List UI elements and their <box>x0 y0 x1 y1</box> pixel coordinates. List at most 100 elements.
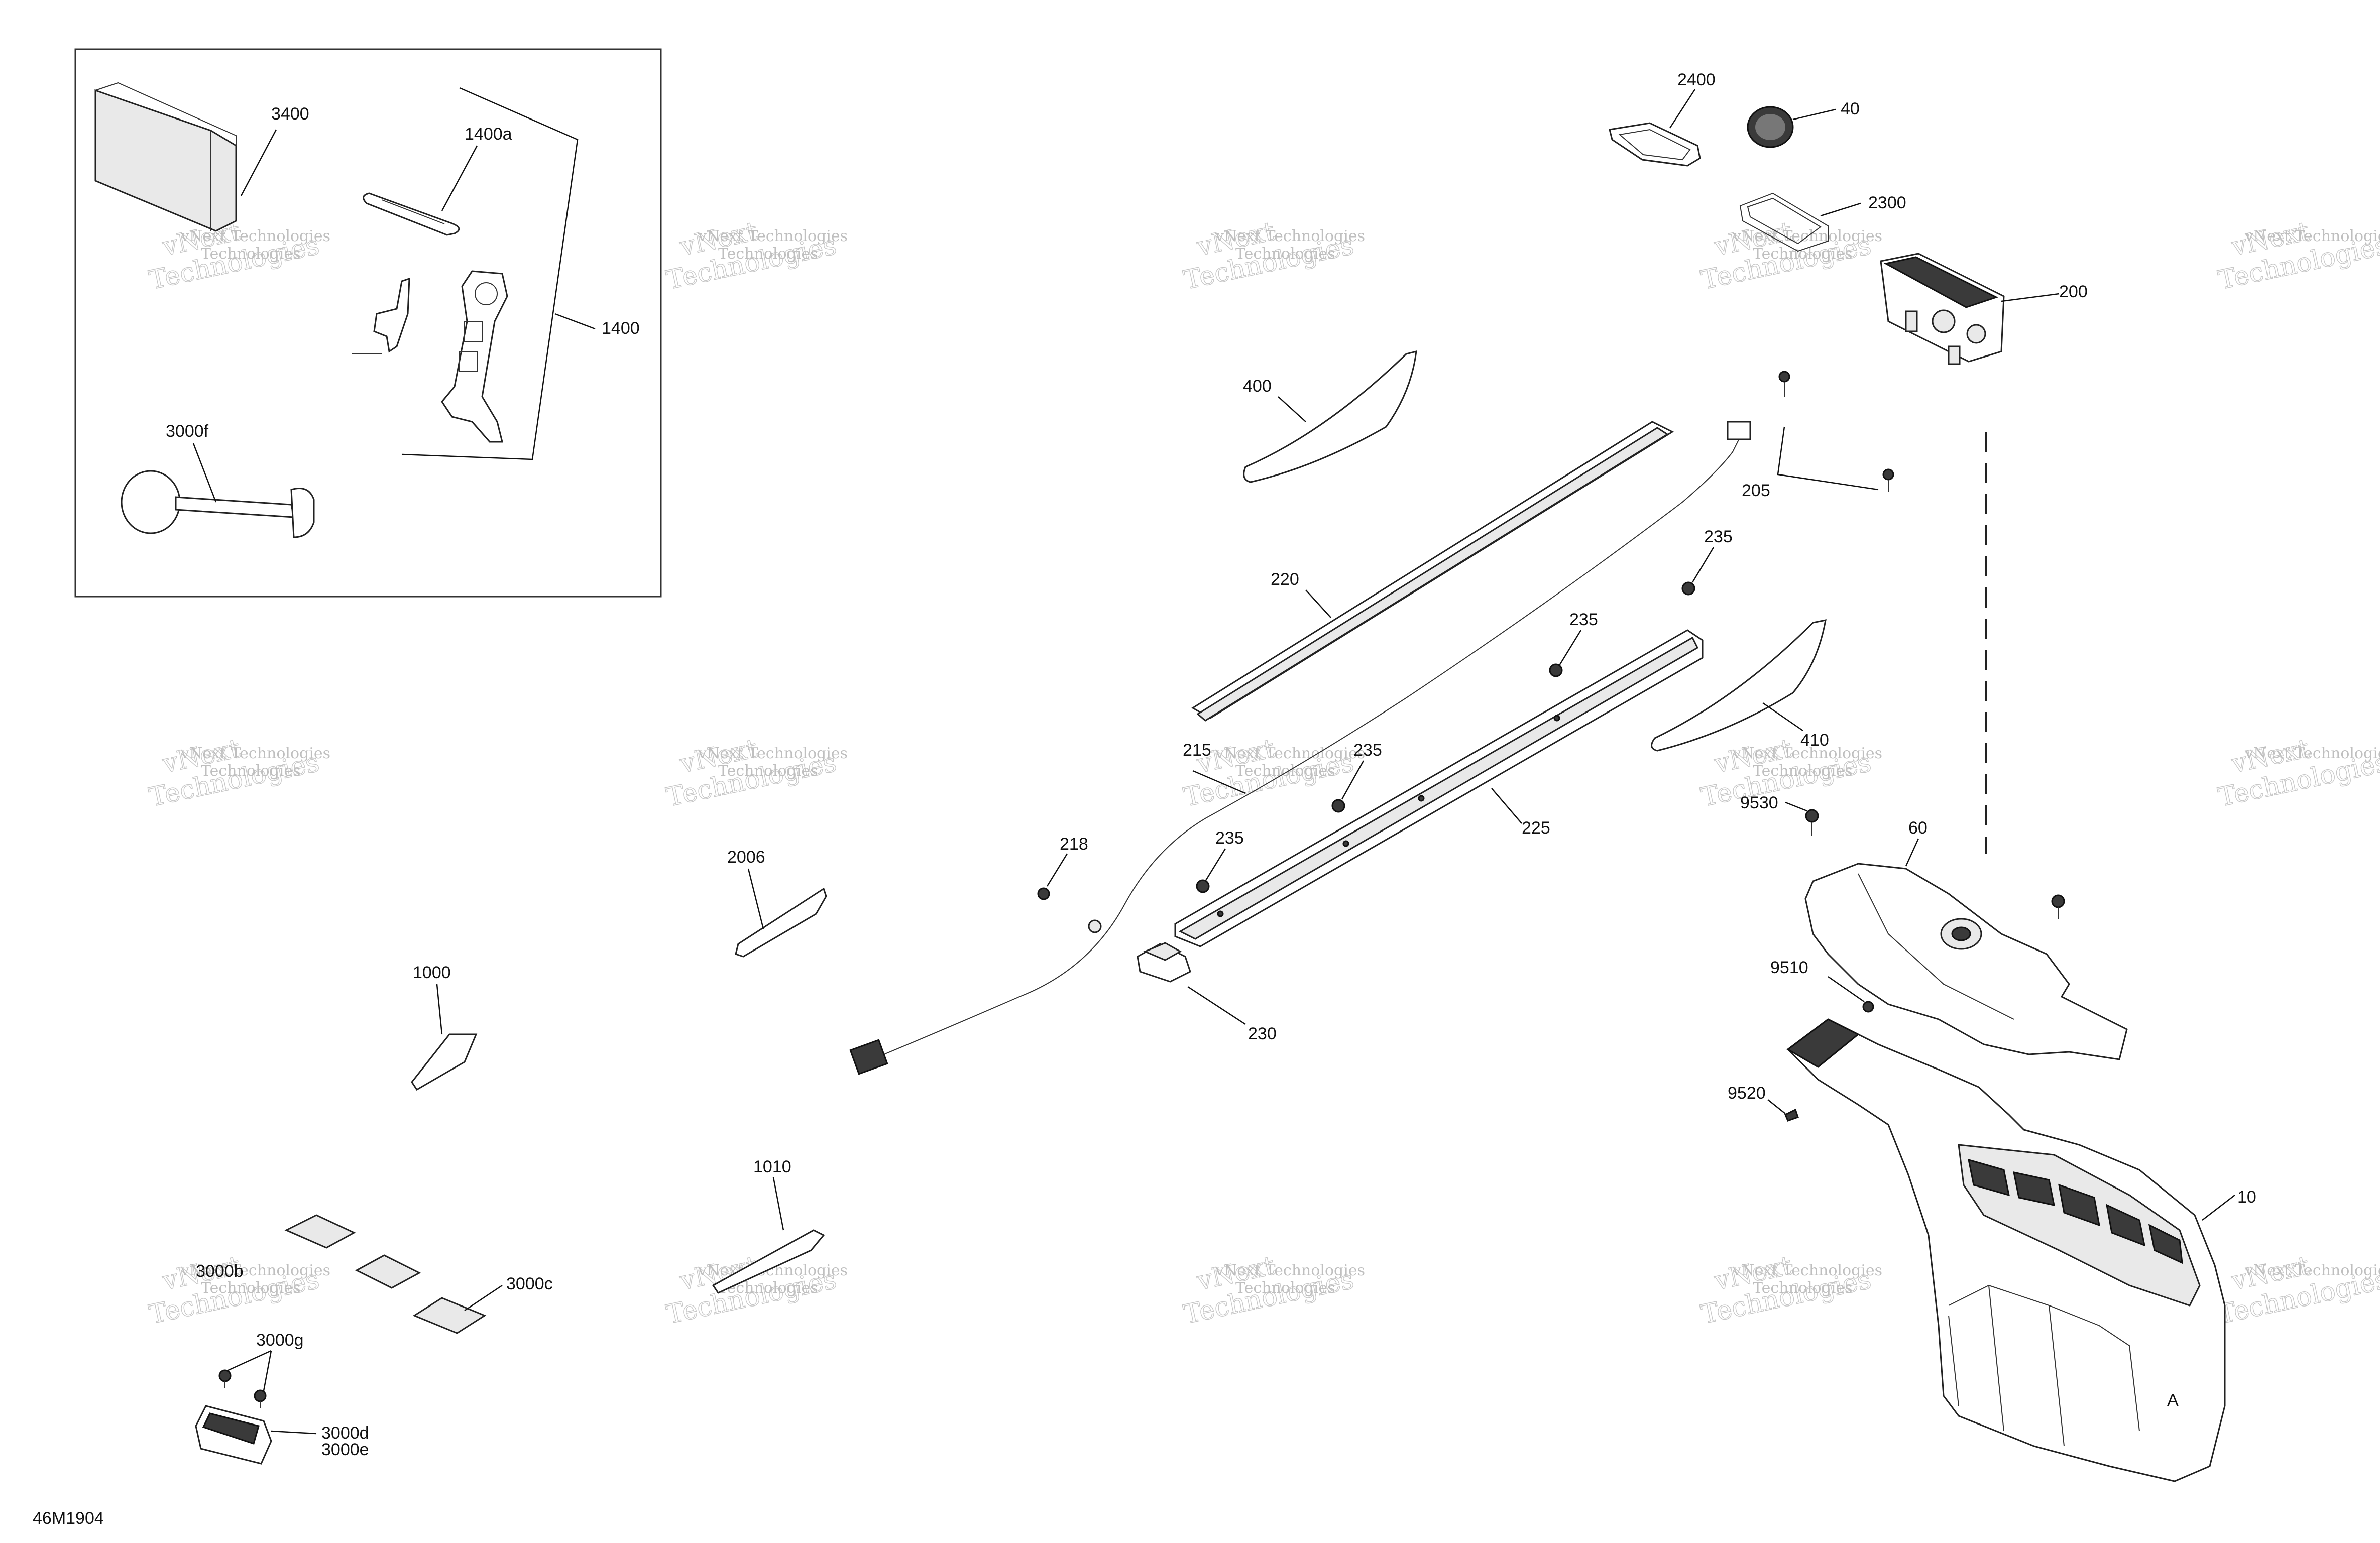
part-9530-screw[interactable] <box>1805 809 1819 836</box>
callout-200[interactable]: 200 <box>2059 282 2088 301</box>
callout-218[interactable]: 218 <box>1060 835 1088 854</box>
part-3000c-pad[interactable] <box>412 1297 487 1334</box>
callout-60[interactable]: 60 <box>1908 818 1928 838</box>
callout-10[interactable]: 10 <box>2237 1188 2256 1207</box>
svg-text:Technologies: Technologies <box>1753 762 1853 780</box>
part-230-clamp[interactable] <box>1137 942 1191 983</box>
svg-text:vNext Technologies: vNext Technologies <box>2244 745 2380 762</box>
leader-3400 <box>240 129 277 196</box>
part-9510-nut[interactable] <box>1862 1001 1874 1013</box>
part-218-clip[interactable] <box>1037 887 1050 900</box>
svg-text:Technologies: Technologies <box>1753 1279 1853 1297</box>
part-1400-bracket[interactable] <box>352 277 410 354</box>
callout-225[interactable]: 225 <box>1522 818 1550 838</box>
part-3000g-screw[interactable] <box>218 1369 232 1388</box>
callout-1010[interactable]: 1010 <box>753 1157 791 1176</box>
part-3000b-pad[interactable] <box>355 1254 421 1289</box>
part-235-rivet[interactable] <box>1681 581 1695 596</box>
part-9530-screw[interactable] <box>2051 894 2065 919</box>
callout-235[interactable]: 235 <box>1353 741 1382 760</box>
svg-text:Technologies: Technologies <box>201 762 301 780</box>
callout-400[interactable]: 400 <box>1243 377 1272 396</box>
part-40-emblem[interactable] <box>1747 106 1794 148</box>
part-3400-pad[interactable] <box>94 82 237 232</box>
callout-410[interactable]: 410 <box>1800 731 1829 750</box>
callout-3000g[interactable]: 3000g <box>256 1331 304 1350</box>
leader-9510 <box>1828 976 1865 1003</box>
callout-2400[interactable]: 2400 <box>1677 70 1716 89</box>
watermark-text: vNext Technologies <box>180 227 330 245</box>
svg-text:vNext Technologies: vNext Technologies <box>1215 1262 1365 1279</box>
leader-230 <box>1187 986 1246 1025</box>
part-1400a-strap[interactable] <box>363 192 460 236</box>
svg-text:vNext Technologies: vNext Technologies <box>1215 745 1365 762</box>
part-215-harness[interactable] <box>849 421 1751 1075</box>
leader-2006 <box>747 868 764 929</box>
part-200-tail-light[interactable] <box>1880 253 2005 365</box>
part-205-screw[interactable] <box>1778 371 1790 397</box>
part-60-cover[interactable] <box>1804 863 2128 1060</box>
part-2400-gasket[interactable] <box>1609 122 1701 167</box>
callout-2006[interactable]: 2006 <box>727 848 765 867</box>
part-235-rivet[interactable] <box>1549 663 1563 677</box>
leader-1400 <box>554 313 596 330</box>
part-1000-decal[interactable] <box>411 1033 478 1091</box>
leader-220 <box>1305 589 1331 618</box>
part-2006-decal[interactable] <box>735 887 827 958</box>
part-3000f-mirror[interactable] <box>121 470 315 538</box>
callout-3400[interactable]: 3400 <box>271 104 309 124</box>
callout-9530[interactable]: 9530 <box>1740 793 1778 812</box>
leader-9520 <box>1767 1099 1786 1114</box>
callout-230[interactable]: 230 <box>1248 1024 1277 1043</box>
callout-1400a[interactable]: 1400a <box>465 125 512 144</box>
callout-3000c[interactable]: 3000c <box>506 1274 553 1293</box>
callout-9510[interactable]: 9510 <box>1770 958 1808 977</box>
part-235-rivet[interactable] <box>1331 799 1345 813</box>
callout-40[interactable]: 40 <box>1841 99 1860 118</box>
callout-235[interactable]: 235 <box>1215 828 1244 848</box>
leader-1010 <box>772 1177 784 1231</box>
leader-2300 <box>1820 202 1861 217</box>
part-9520-pin[interactable] <box>1784 1108 1799 1122</box>
callout-3000f[interactable]: 3000f <box>166 422 209 441</box>
leader-1000 <box>436 984 443 1035</box>
leader-40 <box>1792 108 1836 121</box>
callout-3000d[interactable]: 3000d <box>321 1423 369 1443</box>
leader-1400-bracket <box>401 87 579 460</box>
part-400-strip[interactable] <box>1243 350 1417 483</box>
part-235-rivet[interactable] <box>1196 879 1210 893</box>
part-3000g-screw[interactable] <box>254 1389 267 1408</box>
leader-200 <box>2001 293 2060 302</box>
callout-205[interactable]: 205 <box>1742 481 1770 500</box>
callout-220[interactable]: 220 <box>1271 570 1299 589</box>
part-1400-wrench[interactable] <box>441 270 508 443</box>
svg-text:Technologies: Technologies <box>1235 1279 1335 1297</box>
callout-215[interactable]: 215 <box>1183 741 1211 760</box>
part-220-trim[interactable] <box>1191 421 1674 722</box>
callout-2300[interactable]: 2300 <box>1868 193 1906 212</box>
callout-235[interactable]: 235 <box>1569 610 1598 629</box>
watermark-text: Technologies <box>201 245 301 263</box>
leader-205 <box>1777 426 1879 491</box>
callout-3000e[interactable]: 3000e <box>321 1440 369 1459</box>
part-205-screw[interactable] <box>1882 468 1894 492</box>
part-410-strip[interactable] <box>1651 619 1827 752</box>
leader-400 <box>1278 396 1306 422</box>
callout-235[interactable]: 235 <box>1704 527 1733 546</box>
leader-410 <box>1762 702 1803 732</box>
callout-3000b[interactable]: 3000b <box>196 1262 244 1281</box>
callout-9520[interactable]: 9520 <box>1728 1084 1766 1103</box>
svg-text:vNext Technologies: vNext Technologies <box>698 227 848 245</box>
callout-1000[interactable]: 1000 <box>413 963 451 982</box>
diagram-code: 46M1904 <box>33 1509 104 1528</box>
callout-1400[interactable]: 1400 <box>602 319 640 338</box>
part-10-rear-panel[interactable]: A <box>1786 1018 2226 1482</box>
kit-box <box>74 48 662 598</box>
part-225-rail[interactable] <box>1174 629 1704 947</box>
part-1010-decal[interactable] <box>712 1229 825 1294</box>
leader-3000f <box>192 443 217 503</box>
part-2300-frame[interactable] <box>1739 192 1829 252</box>
part-3000b-pad[interactable] <box>284 1214 356 1249</box>
part-3000d-reflector[interactable] <box>195 1405 272 1465</box>
